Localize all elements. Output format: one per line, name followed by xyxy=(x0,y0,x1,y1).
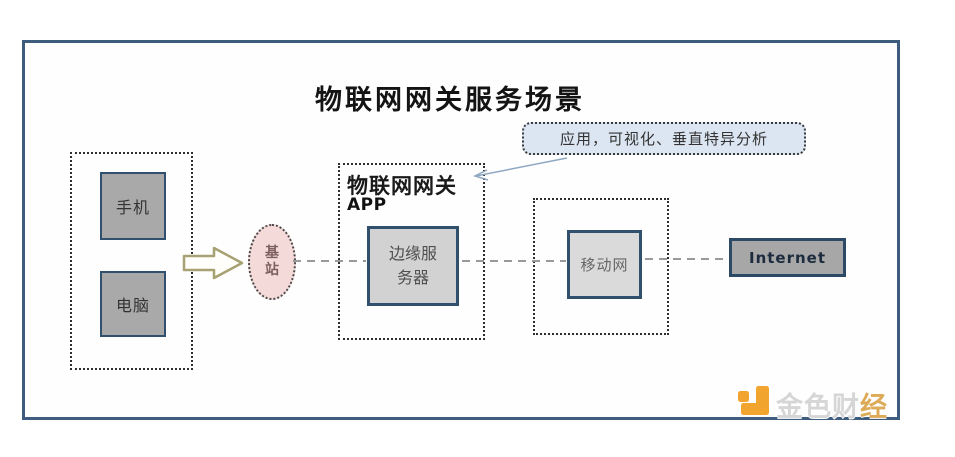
jinse-logo-text-main: 金色财 xyxy=(776,392,860,423)
computer-label: 电脑 xyxy=(115,296,150,315)
jinse-watermark: 金色财经 xyxy=(736,385,888,421)
mobile-network-node: 移动网 xyxy=(567,230,642,299)
internet-label: Internet xyxy=(748,248,827,267)
jinse-logo-icon xyxy=(738,386,769,415)
callout-box: 应用，可视化、垂直特异分析 xyxy=(522,122,806,155)
mobile-network-label: 移动网 xyxy=(580,256,629,274)
jinse-logo-text: 金色财经 xyxy=(776,394,888,421)
callout-text: 应用，可视化、垂直特异分析 xyxy=(559,130,768,148)
mobile-group-box xyxy=(533,198,669,335)
gateway-app-label: APP xyxy=(347,195,387,215)
phone-node: 手机 xyxy=(100,172,166,240)
base-station-label: 基站 xyxy=(265,244,279,279)
internet-node: Internet xyxy=(729,238,846,277)
jinse-logo-text-accent: 经 xyxy=(860,392,888,423)
gateway-name-label: 物联网网关 xyxy=(347,174,457,198)
diagram-frame xyxy=(22,40,900,420)
edge-server-label: 边缘服务器 xyxy=(388,244,437,287)
phone-label: 手机 xyxy=(115,198,150,217)
edge-server-node: 边缘服务器 xyxy=(367,226,459,306)
base-station-node: 基站 xyxy=(248,224,296,300)
computer-node: 电脑 xyxy=(100,271,166,337)
diagram-title: 物联网网关服务场景 xyxy=(315,85,585,116)
gateway-group-box xyxy=(338,163,485,340)
